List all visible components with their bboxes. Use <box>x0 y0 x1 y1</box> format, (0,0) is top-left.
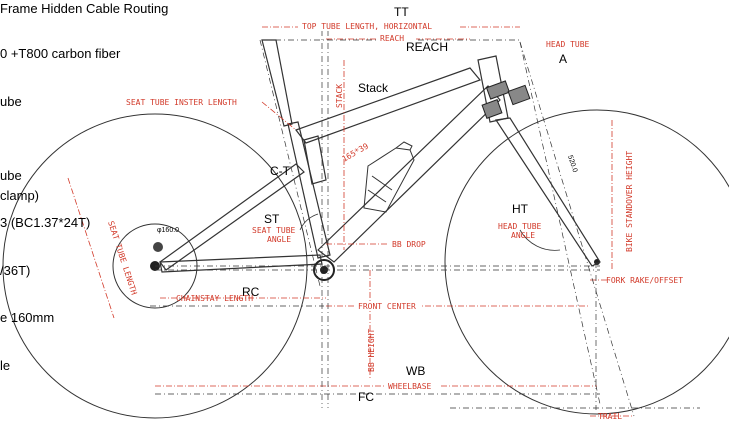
label-bg <box>354 301 422 311</box>
spec-line-4: ube <box>0 168 22 183</box>
front-wheel <box>444 109 729 415</box>
label-dim-165-39: 165*39 <box>341 141 371 163</box>
label-reach: REACH <box>406 40 448 54</box>
headset-assembly <box>481 80 531 119</box>
label-head-tube: HEAD TUBE <box>546 40 590 49</box>
label-seat-tube-length: SEAT TUBE LENGTH <box>106 220 138 296</box>
label-wheelbase: WHEELBASE <box>388 382 432 391</box>
label-fc: FC <box>358 390 374 404</box>
label-seat-tube-angle-2: ANGLE <box>267 235 291 244</box>
label-trail: TRAIL <box>598 412 622 421</box>
label-dim-520: 520.0 <box>566 154 578 173</box>
label-wb: WB <box>406 364 425 378</box>
label-ht: HT <box>512 202 529 216</box>
label-bike-standover-height: BIKE STANDOVER HEIGHT <box>625 151 634 252</box>
label-bb-height: BB HEIGHT <box>367 328 376 372</box>
label-rc: RC <box>242 285 260 299</box>
water-bottle <box>363 141 415 213</box>
label-head-tube-angle-1: HEAD TUBE <box>498 222 542 231</box>
label-bg <box>376 33 416 43</box>
label-ct: C-T <box>270 164 291 178</box>
label-bg <box>298 21 458 31</box>
label-fork-rake-offset: FORK RAKE/OFFSET <box>606 276 683 285</box>
spec-line-3: ube <box>0 94 22 109</box>
label-tt: TT <box>394 5 409 19</box>
label-st: ST <box>264 212 280 226</box>
label-rotor-size: φ160.0 <box>157 227 179 234</box>
spec-line-6: 3 (BC1.37*24T) <box>0 215 90 230</box>
label-seat-tube-inster-length: SEAT TUBE INSTER LENGTH <box>126 98 237 107</box>
label-stack-red: STACK <box>335 84 344 108</box>
label-stack: Stack <box>358 81 389 95</box>
dimension-lines <box>67 26 634 417</box>
rear-disc-caliper <box>153 242 163 252</box>
label-head-tube-angle-2: ANGLE <box>511 231 535 240</box>
label-front-center: FRONT CENTER <box>358 302 416 311</box>
spec-line-9: le <box>0 358 10 373</box>
seat-tube-angle-arc <box>299 213 319 231</box>
label-chainstay-length: CHAINSTAY LENGTH <box>176 294 253 303</box>
label-a: A <box>559 52 567 66</box>
head-tube-angle-arc <box>519 229 561 251</box>
label-bb-drop: BB DROP <box>392 240 426 249</box>
label-seat-tube-angle-1: SEAT TUBE <box>252 226 296 235</box>
guide-lines <box>150 30 700 417</box>
spec-line-8: e 160mm <box>0 310 54 325</box>
label-bg <box>384 381 440 391</box>
frame <box>159 39 601 273</box>
label-top-tube-length: TOP TUBE LENGTH, HORIZONTAL <box>302 22 432 31</box>
spec-line-7: /36T) <box>0 263 30 278</box>
spec-line-2: 0 +T800 carbon fiber <box>0 46 121 61</box>
spec-line-5: clamp) <box>0 188 39 203</box>
spec-line-1: Frame Hidden Cable Routing <box>0 1 168 16</box>
label-reach-red: REACH <box>380 34 404 43</box>
spec-list: Frame Hidden Cable Routing 0 +T800 carbo… <box>0 1 168 373</box>
